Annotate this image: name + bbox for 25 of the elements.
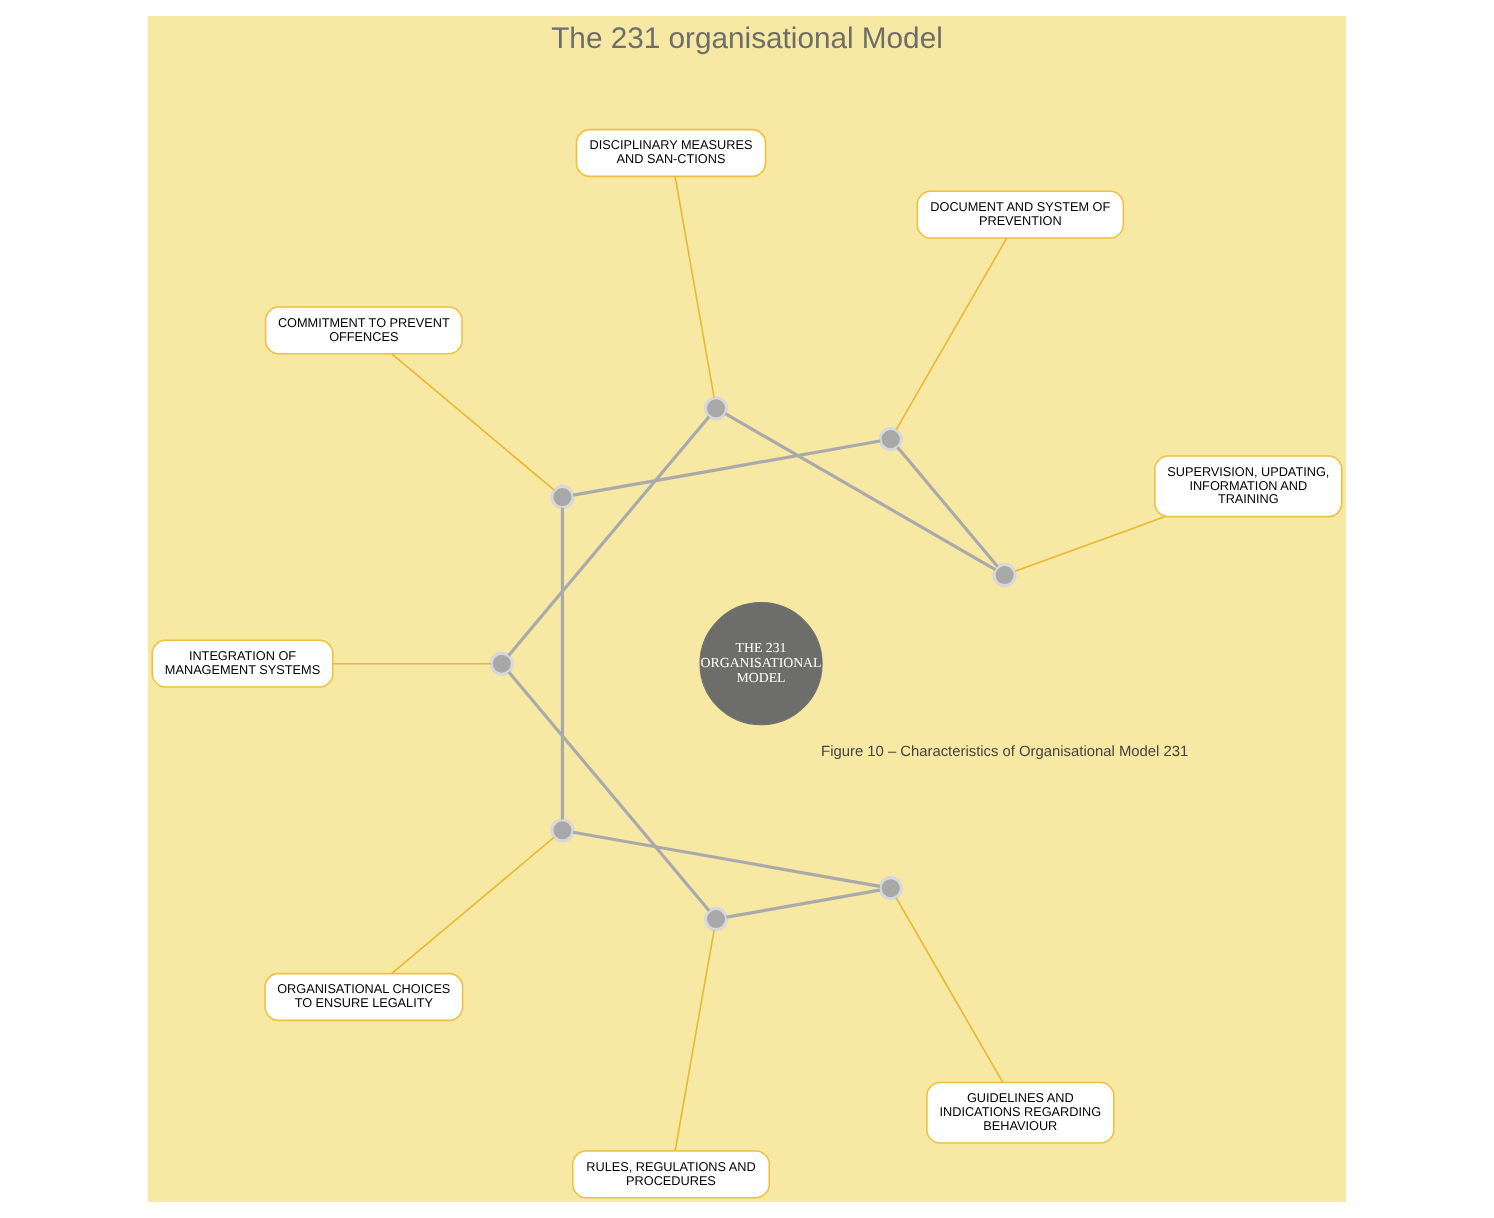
node-circle xyxy=(550,484,575,510)
connector xyxy=(896,446,999,568)
connector xyxy=(895,896,1004,1084)
connector xyxy=(391,353,556,491)
connector xyxy=(332,662,492,665)
connector xyxy=(507,415,711,657)
connector xyxy=(1014,515,1166,573)
node-circle xyxy=(489,651,514,676)
node-circle xyxy=(878,426,903,452)
connector xyxy=(674,175,715,399)
node-circle xyxy=(878,876,903,901)
node-circle xyxy=(992,562,1017,588)
connector xyxy=(726,888,881,919)
connector xyxy=(507,670,711,912)
connector xyxy=(560,507,565,820)
connector xyxy=(572,439,881,497)
connector xyxy=(572,830,881,888)
connector xyxy=(724,412,997,571)
node-circle xyxy=(703,906,729,932)
connector xyxy=(674,929,715,1152)
node-circle xyxy=(703,396,729,421)
diagram-title: The 231 organisational Model xyxy=(551,24,943,57)
connector xyxy=(391,836,556,975)
node-circle xyxy=(550,818,575,843)
connector xyxy=(895,237,1008,431)
